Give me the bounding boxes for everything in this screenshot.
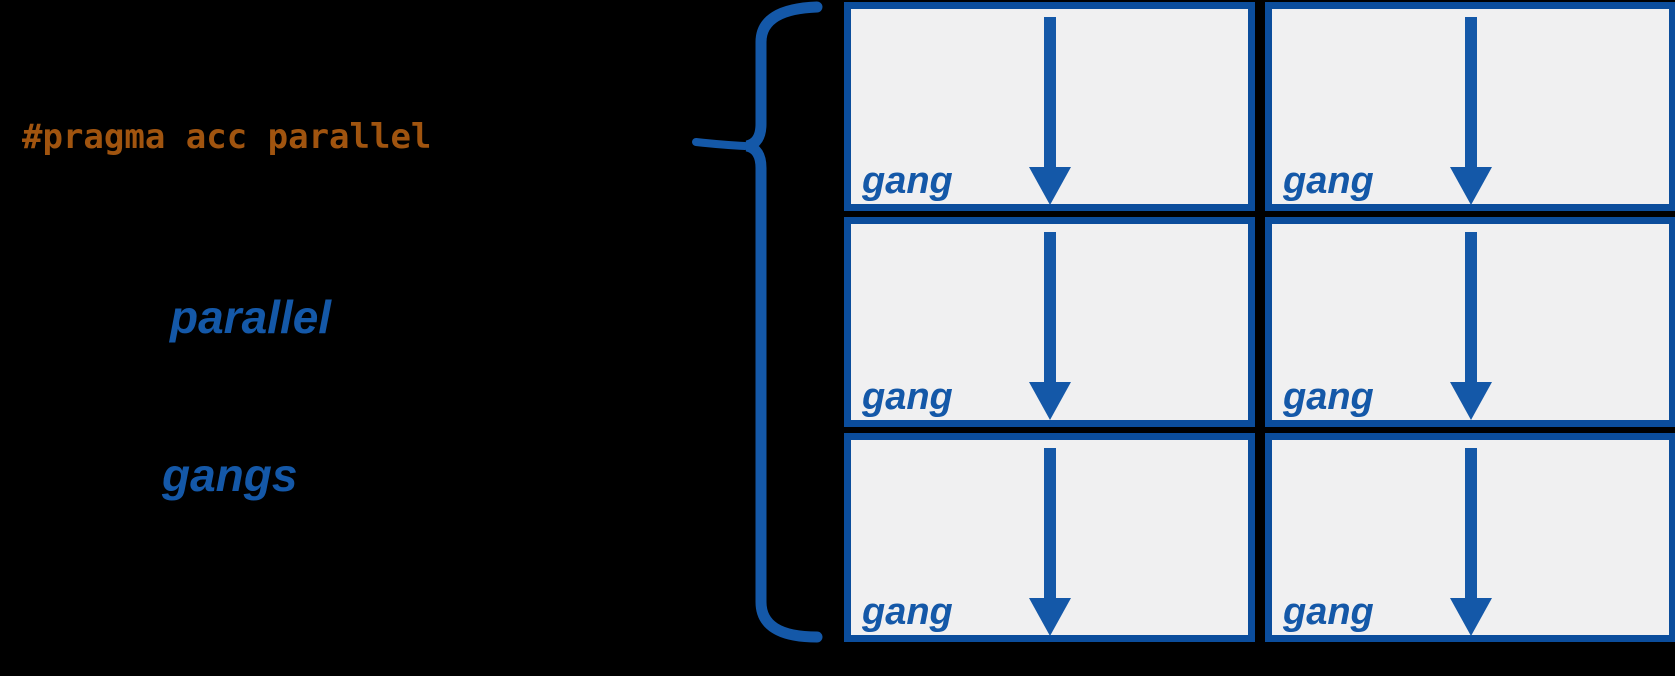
pragma-directive-text: #pragma acc parallel [22, 117, 432, 157]
gang-box: gang [844, 217, 1255, 427]
gang-label: gang [862, 375, 953, 418]
gang-label: gang [1283, 590, 1374, 633]
gang-box: gang [844, 2, 1255, 212]
down-arrow-icon [1449, 447, 1492, 636]
parallel-keyword-label: parallel [170, 291, 332, 343]
down-arrow-icon [1449, 232, 1492, 421]
gang-box: gang [1265, 2, 1675, 212]
gang-label: gang [862, 160, 953, 203]
down-arrow-icon [1028, 447, 1071, 636]
gang-box: gang [1265, 217, 1675, 427]
down-arrow-icon [1449, 17, 1492, 205]
gang-grid: gang gang gang gang [844, 2, 1675, 642]
brace-leader-line [692, 138, 749, 150]
gang-box: gang [844, 432, 1255, 642]
down-arrow-icon [1028, 17, 1071, 205]
gang-label: gang [1283, 375, 1374, 418]
down-arrow-icon [1028, 232, 1071, 421]
gang-label: gang [1283, 160, 1374, 203]
gang-box: gang [1265, 432, 1675, 642]
curly-brace-icon [692, 1, 823, 643]
gang-label: gang [862, 590, 953, 633]
gangs-keyword-label: gangs [162, 449, 298, 501]
